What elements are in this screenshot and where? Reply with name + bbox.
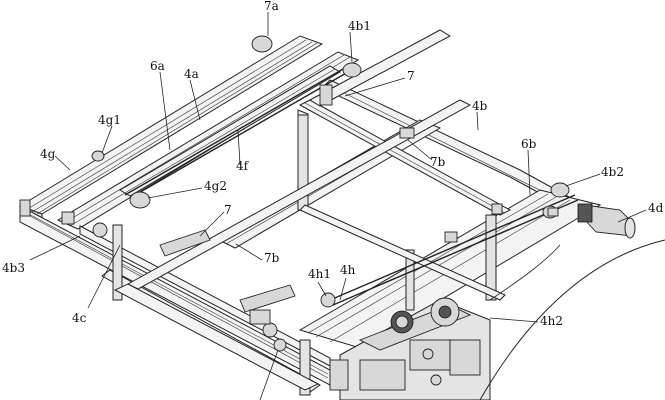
label-7b-mid: 7b — [264, 251, 280, 265]
label-7a: 7a — [264, 0, 279, 13]
carriages — [159, 84, 559, 313]
motor-4d — [577, 203, 636, 239]
label-4d: 4d — [648, 201, 664, 215]
label-7-mid: 7 — [224, 203, 232, 217]
label-7b-right: 7b — [430, 155, 446, 169]
label-4b1: 4b1 — [348, 19, 371, 33]
label-4a: 4a — [184, 67, 199, 81]
label-4b3: 4b3 — [2, 261, 25, 275]
label-4g2: 4g2 — [204, 179, 227, 193]
base-rails — [113, 99, 506, 391]
label-4c: 4c — [72, 311, 87, 325]
leader-lines — [29, 12, 647, 400]
label-4g1: 4g1 — [98, 113, 121, 127]
label-4b: 4b — [472, 99, 488, 113]
rail-inner-4f — [56, 51, 360, 230]
cut-curve — [479, 239, 665, 400]
label-4g: 4g — [40, 147, 56, 161]
shaft-6b — [329, 182, 579, 306]
label-6a: 6a — [150, 59, 165, 73]
label-4h2: 4h2 — [540, 314, 563, 328]
label-4h1: 4h1 — [308, 267, 331, 281]
label-4h: 4h — [340, 263, 356, 277]
label-6b: 6b — [521, 137, 537, 151]
mechanism-4h — [320, 292, 491, 400]
shaft-6a — [91, 35, 362, 209]
label-4b2: 4b2 — [601, 165, 624, 179]
callout-labels: 7a 4b1 6a 4a 7 4b 4g1 6b 4g 4f 7b 4b2 4g… — [2, 0, 664, 328]
label-4f: 4f — [236, 159, 250, 173]
label-7-top: 7 — [407, 69, 415, 83]
bearings-left — [19, 199, 287, 352]
